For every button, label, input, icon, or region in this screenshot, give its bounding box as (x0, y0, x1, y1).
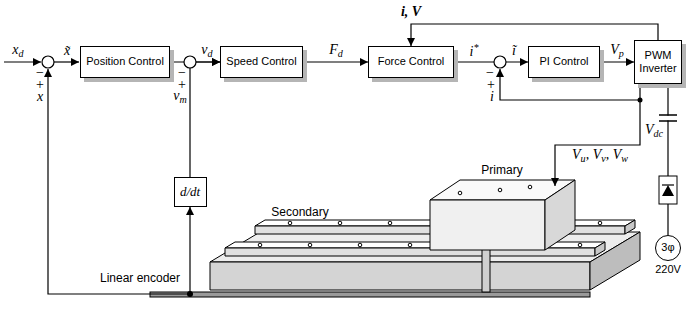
signal-arrow (454, 61, 528, 62)
process-box: Force Control (368, 46, 454, 78)
capacitor-symbol (659, 115, 677, 121)
subscript: v (601, 153, 605, 164)
summing-junctions (42, 56, 506, 68)
node-note: 220V (655, 263, 681, 276)
subscript: d (654, 128, 659, 139)
secondary-rail-side (595, 242, 605, 256)
screw-hole (288, 221, 292, 225)
signal-label: ĩ (512, 44, 516, 58)
signal-label: i (490, 90, 494, 104)
screw-hole (598, 221, 602, 225)
subscript: d (19, 48, 24, 59)
process-box: PI Control (528, 46, 600, 78)
signal-arrow (303, 61, 368, 62)
node-text: Position Control (86, 55, 164, 68)
summing-junction (494, 56, 506, 68)
node-text: 3φ (661, 241, 674, 254)
subscript: d (208, 48, 213, 59)
signal-arrow (411, 24, 658, 46)
subscript: u (581, 153, 586, 164)
encoder-head (482, 248, 490, 292)
screw-hole (358, 243, 362, 247)
capacitor-plate (659, 120, 677, 122)
subscript: d (338, 48, 343, 59)
subscript: w (621, 153, 628, 164)
part-label: Linear encoder (100, 272, 180, 284)
screw-hole (338, 221, 342, 225)
screw-hole (458, 191, 462, 195)
base-side (590, 232, 640, 290)
subscript: c (659, 128, 663, 139)
signal-wires (4, 62, 640, 294)
process-box: Speed Control (220, 46, 303, 78)
capacitor-gap (659, 116, 677, 121)
node-text: PI Control (540, 55, 589, 68)
screw-hole (578, 243, 582, 247)
screw-hole (388, 221, 392, 225)
signal-label: Vdc (645, 123, 663, 139)
input-wire (4, 61, 41, 62)
process-box: Position Control (80, 46, 170, 78)
signal-label: x̃ (64, 44, 70, 58)
node-text: Force Control (378, 55, 445, 68)
signal-arrow (600, 61, 634, 62)
screw-hole (258, 243, 262, 247)
signal-label: vd (201, 43, 212, 59)
primary-front (430, 200, 545, 250)
rectifier-symbol (659, 176, 677, 204)
encoder-wire (189, 207, 190, 294)
signal-arrow (667, 84, 668, 235)
superscript: * (473, 42, 478, 53)
node-text: d/dt (180, 184, 200, 200)
screw-hole (498, 188, 502, 192)
node-text: Speed Control (226, 55, 296, 68)
signal-label: Vp (610, 43, 624, 59)
signal-label: vm (173, 89, 187, 105)
node-text: PWM Inverter (635, 49, 681, 75)
signal-arrow (190, 62, 220, 177)
inverter-box: PWM Inverter (634, 40, 682, 84)
primary-side (545, 180, 575, 250)
capacitor-plate (659, 114, 677, 116)
rectifier-box (659, 176, 677, 204)
diode-bar (662, 184, 674, 185)
power-source-circle: 3φ220V (655, 235, 681, 261)
linear-motor (150, 180, 640, 297)
signal-label: i, V (399, 5, 423, 19)
screw-holes (458, 185, 532, 195)
base-front (210, 262, 590, 290)
part-label: Secondary (271, 206, 328, 218)
signal-label: i* (470, 43, 479, 59)
signal-label: xd (12, 43, 23, 59)
signal-label: Fd (329, 43, 343, 59)
secondary-rail-side (625, 220, 635, 234)
position-feedback-wire (48, 69, 190, 294)
differentiator-box: d/dt (174, 177, 207, 207)
screw-hole (308, 243, 312, 247)
encoder-strip (150, 292, 590, 297)
base-top (210, 232, 640, 262)
error-wire (54, 61, 79, 62)
part-label: Primary (481, 164, 522, 176)
junction-dot (187, 291, 193, 297)
screw-hole (528, 185, 532, 189)
screw-hole (408, 243, 412, 247)
diode-triangle (662, 185, 674, 196)
signal-label: Vu, Vv, Vw (572, 148, 628, 164)
junction-dot (638, 98, 643, 103)
subscript: p (619, 48, 624, 59)
subscript: m (179, 94, 186, 105)
phase-voltage-wire (555, 84, 640, 186)
signal-label: x (37, 90, 43, 104)
